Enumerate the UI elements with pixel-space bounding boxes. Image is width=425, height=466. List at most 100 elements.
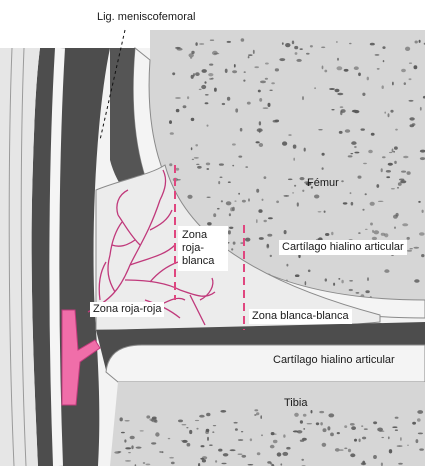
bone-pore — [176, 168, 180, 171]
bone-pore — [170, 132, 174, 135]
bone-pore — [375, 54, 380, 56]
bone-pore — [189, 430, 192, 434]
bone-pore — [187, 443, 191, 447]
bone-pore — [187, 96, 189, 99]
bone-pore — [419, 40, 421, 43]
bone-pore — [155, 432, 159, 436]
bone-pore — [151, 418, 157, 422]
bone-pore — [256, 412, 259, 415]
bone-pore — [294, 413, 299, 417]
bone-pore — [207, 222, 212, 225]
bone-pore — [177, 179, 181, 180]
bone-pore — [191, 118, 195, 121]
bone-pore — [256, 219, 258, 223]
bone-pore — [398, 182, 402, 186]
bone-pore — [276, 201, 279, 204]
bone-pore — [349, 289, 353, 291]
bone-pore — [378, 201, 384, 202]
bone-pore — [234, 201, 236, 202]
bone-pore — [248, 464, 254, 465]
bone-pore — [294, 46, 298, 49]
bone-pore — [310, 45, 313, 47]
bone-pore — [143, 462, 146, 464]
bone-pore — [349, 280, 353, 282]
bone-pore — [395, 430, 398, 431]
bone-pore — [228, 230, 231, 234]
bone-pore — [168, 438, 171, 439]
bone-pore — [364, 429, 368, 430]
bone-pore — [351, 141, 356, 145]
bone-pore — [131, 445, 133, 449]
bone-pore — [338, 278, 340, 280]
bone-pore — [136, 447, 142, 449]
bone-pore — [389, 449, 392, 453]
bone-pore — [394, 146, 398, 149]
bone-pore — [176, 109, 180, 112]
bone-pore — [372, 230, 374, 233]
bone-pore — [241, 38, 245, 42]
bone-pore — [365, 229, 368, 230]
bone-pore — [130, 436, 135, 440]
bone-pore — [363, 163, 367, 164]
bone-pore — [371, 133, 375, 136]
bone-pore — [373, 455, 377, 459]
bone-pore — [409, 63, 412, 64]
bone-pore — [297, 430, 303, 433]
bone-pore — [208, 73, 213, 76]
bone-pore — [421, 254, 424, 257]
bone-pore — [292, 41, 294, 45]
bone-pore — [395, 417, 399, 419]
bone-pore — [401, 171, 406, 173]
bone-pore — [384, 112, 386, 114]
bone-pore — [232, 165, 234, 167]
bone-pore — [125, 460, 131, 462]
tibia-label: Tibia — [281, 396, 310, 411]
bone-pore — [182, 424, 187, 425]
bone-pore — [381, 233, 386, 236]
bone-pore — [314, 195, 319, 199]
bone-pore — [377, 68, 380, 69]
bone-pore — [335, 89, 340, 92]
bone-pore — [407, 237, 410, 240]
bone-pore — [223, 453, 229, 456]
bone-pore — [121, 432, 125, 434]
bone-pore — [231, 248, 233, 250]
bone-pore — [271, 82, 275, 84]
bone-pore — [412, 422, 416, 425]
bone-pore — [169, 163, 172, 166]
bone-pore — [405, 47, 410, 51]
bone-pore — [318, 129, 322, 130]
bone-pore — [248, 56, 250, 58]
bone-pore — [125, 447, 131, 449]
bone-pore — [233, 242, 236, 245]
bone-pore — [248, 198, 250, 201]
bone-pore — [339, 131, 343, 134]
bone-pore — [254, 66, 259, 68]
bone-pore — [194, 157, 199, 158]
bone-pore — [220, 410, 226, 413]
bone-pore — [183, 105, 187, 108]
bone-pore — [227, 97, 230, 101]
bone-pore — [234, 422, 238, 424]
bone-pore — [418, 433, 423, 435]
bone-pore — [204, 81, 206, 84]
bone-pore — [388, 113, 390, 117]
bone-pore — [199, 415, 205, 418]
bone-pore — [410, 248, 413, 249]
bone-pore — [282, 452, 288, 456]
bone-pore — [275, 68, 279, 71]
bone-pore — [258, 90, 261, 93]
cartilage-upper-label: Cartílago hialino articular — [279, 240, 407, 255]
cartilage-lower-label: Cartílago hialino articular — [270, 353, 398, 368]
bone-pore — [270, 445, 275, 449]
bone-pore — [361, 462, 366, 465]
bone-pore — [350, 453, 355, 457]
bone-pore — [245, 238, 250, 242]
bone-pore — [230, 449, 236, 451]
bone-pore — [337, 432, 340, 434]
bone-pore — [280, 463, 282, 465]
bone-pore — [386, 170, 391, 173]
bone-pore — [350, 423, 355, 426]
bone-pore — [301, 459, 304, 461]
bone-pore — [389, 152, 392, 153]
